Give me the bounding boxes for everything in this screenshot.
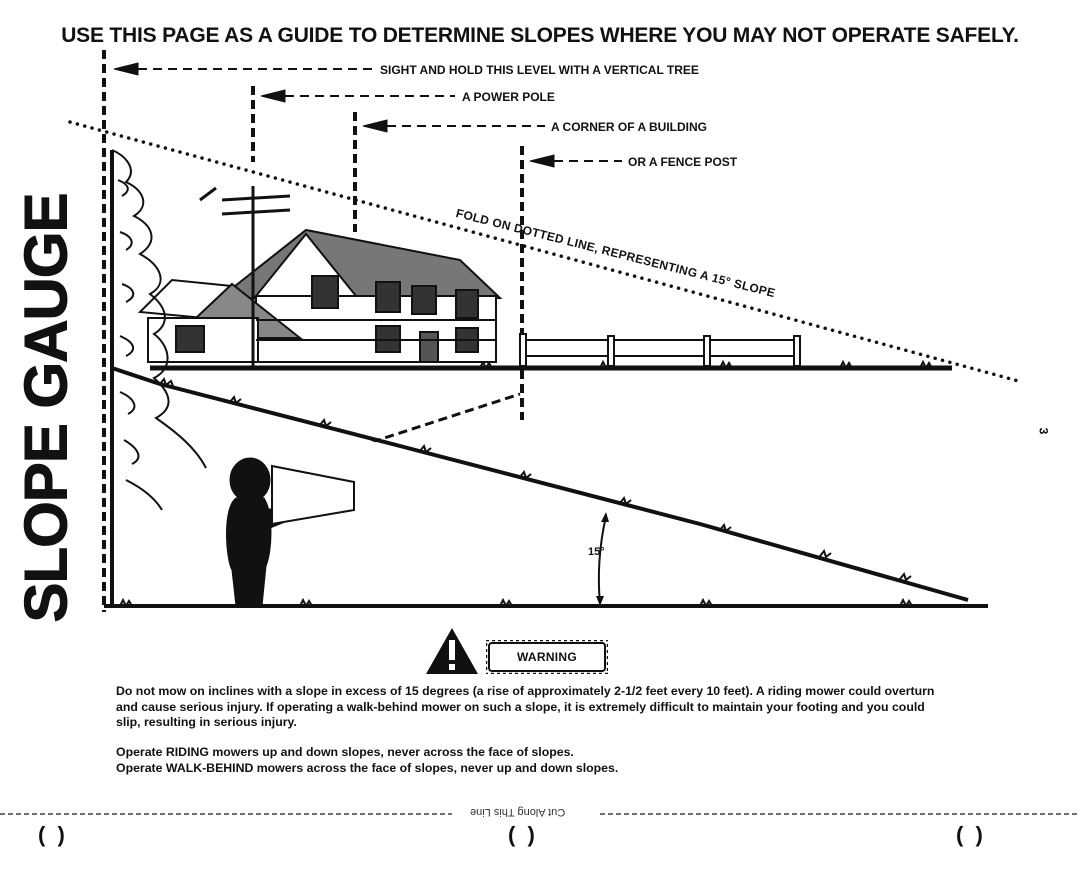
tree	[110, 149, 207, 606]
walk-behind-instruction: Operate WALK-BEHIND mowers across the fa…	[116, 761, 619, 775]
slope-edge	[111, 366, 969, 602]
label-power-pole: A POWER POLE	[462, 90, 555, 104]
warning-paragraph: Do not mow on inclines with a slope in e…	[116, 684, 935, 729]
cut-line-label: Cut Along This Line	[470, 806, 566, 818]
page-heading: USE THIS PAGE AS A GUIDE TO DETERMINE SL…	[61, 24, 1019, 47]
slope-wedge	[112, 372, 968, 602]
page-number: 3	[1036, 427, 1051, 435]
gauge-card	[271, 464, 355, 526]
warning-triangle-icon	[426, 628, 478, 674]
label-tree: SIGHT AND HOLD THIS LEVEL WITH A VERTICA…	[380, 63, 699, 77]
warning-label: WARNING	[516, 650, 578, 664]
riding-mower-instruction: Operate RIDING mowers up and down slopes…	[116, 745, 574, 759]
angle-arc	[597, 515, 607, 605]
binder-hole-left: ( )	[38, 822, 65, 847]
label-fence-post: OR A FENCE POST	[628, 155, 738, 169]
slope-gauge-title: SLOPE GAUGE	[12, 193, 80, 623]
sight-arrows	[113, 62, 622, 168]
sight-line	[291, 392, 521, 470]
label-building: A CORNER OF A BUILDING	[551, 120, 707, 134]
power-pole	[199, 186, 291, 368]
binder-hole-center: ( )	[508, 822, 535, 847]
house	[137, 228, 503, 363]
binder-hole-right: ( )	[956, 822, 983, 847]
fold-dotted-line	[68, 120, 1024, 384]
ground-grass	[119, 597, 913, 609]
slope-grass	[159, 376, 912, 582]
warning-box: WARNING	[486, 640, 608, 674]
fence	[519, 333, 801, 367]
angle-label: 15°	[588, 546, 605, 558]
